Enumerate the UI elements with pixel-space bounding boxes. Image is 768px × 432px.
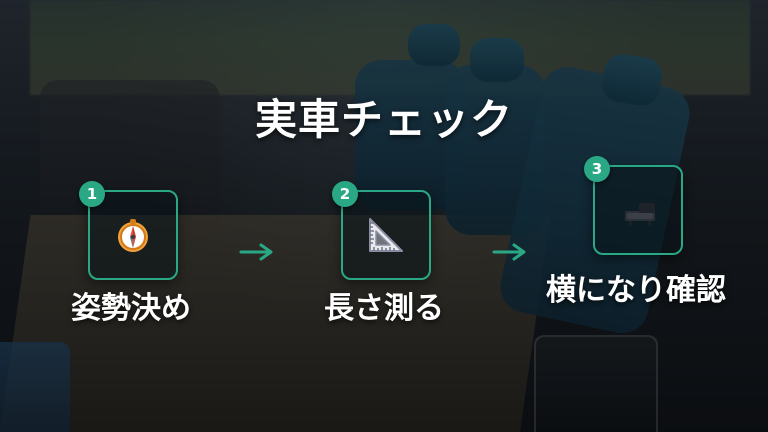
background-crate (0, 342, 70, 432)
background-headrest (470, 38, 524, 82)
slide-title: 実車チェック (254, 95, 513, 144)
background-headrest (408, 24, 460, 66)
step-3-label: 横になり確認 (546, 273, 726, 308)
step-2-badge: 2 (332, 181, 358, 207)
arrow-right-icon (492, 243, 526, 261)
step-2-tile (341, 190, 431, 280)
arrow-right-icon (239, 243, 273, 261)
step-3-tile (593, 165, 683, 255)
step-2-label: 長さ測る (324, 291, 444, 326)
triangle-ruler-icon (369, 218, 403, 252)
background-basket (534, 335, 658, 432)
seat-icon (625, 203, 655, 226)
step-1-tile (88, 190, 178, 280)
step-1-label: 姿勢決め (71, 291, 191, 326)
step-3-badge: 3 (584, 156, 610, 182)
compass-icon (118, 219, 148, 252)
step-1-badge: 1 (79, 181, 105, 207)
